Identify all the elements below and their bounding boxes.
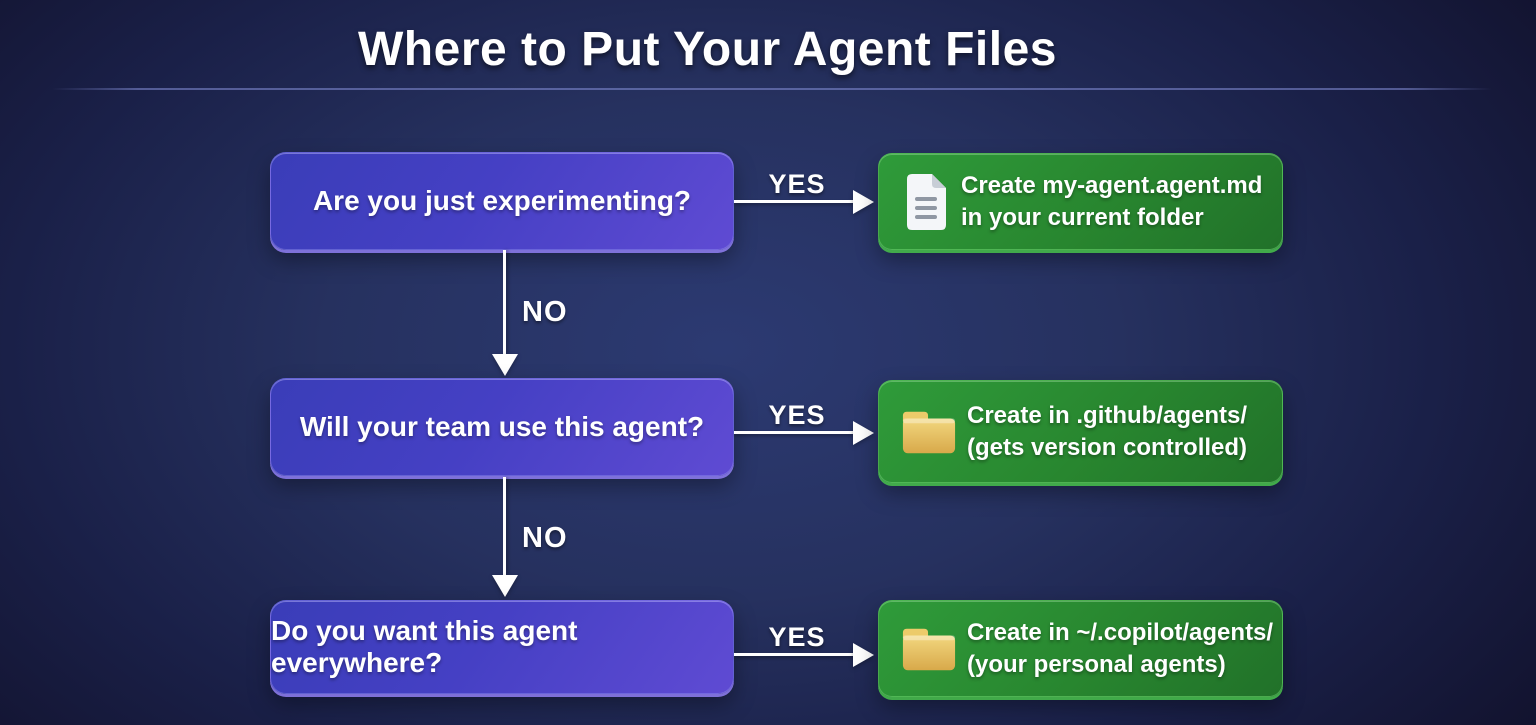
no-arrow	[492, 250, 518, 376]
no-label: NO	[522, 522, 568, 554]
question-text: Will your team use this agent?	[299, 411, 705, 442]
answer-line: Create in .github/agents/	[967, 401, 1248, 429]
question-box-team-use: Will your team use this agent?	[270, 378, 734, 476]
arrow-head-icon	[492, 575, 518, 597]
question-box-experimenting: Are you just experimenting?	[270, 152, 734, 250]
answer-text: Create in .github/agents/ (gets version …	[967, 400, 1247, 464]
yes-label: YES	[768, 400, 826, 430]
answer-line: Create in ~/.copilot/agents/	[967, 618, 1274, 646]
answer-line: (your personal agents)	[967, 650, 1226, 678]
answer-text: Create in ~/.copilot/agents/ (your perso…	[967, 617, 1273, 681]
page-title: Where to Put Your Agent Files	[358, 23, 1057, 76]
question-box-agent-everywhere: Do you want this agent everywhere?	[270, 600, 734, 694]
answer-line: in your current folder	[961, 203, 1204, 231]
title-divider	[52, 88, 1492, 90]
yes-label: YES	[768, 169, 826, 199]
answer-box-current-folder: Create my-agent.agent.md in your current…	[878, 153, 1283, 250]
answer-text: Create my-agent.agent.md in your current…	[961, 170, 1262, 234]
arrow-head-icon	[853, 421, 874, 445]
document-icon	[907, 173, 946, 230]
answer-box-github-agents: Create in .github/agents/ (gets version …	[878, 380, 1283, 483]
folder-icon	[902, 628, 956, 670]
question-text: Are you just experimenting?	[312, 185, 692, 216]
yes-arrow	[734, 643, 874, 667]
no-arrow	[492, 477, 518, 597]
yes-arrow	[734, 190, 874, 214]
yes-arrow	[734, 421, 874, 445]
answer-line: Create my-agent.agent.md	[961, 171, 1263, 199]
arrow-head-icon	[492, 354, 518, 376]
arrow-head-icon	[853, 643, 874, 667]
yes-label: YES	[768, 622, 826, 652]
answer-line: (gets version controlled)	[967, 433, 1248, 461]
question-text: Do you want this agent everywhere?	[271, 615, 578, 678]
no-label: NO	[522, 296, 568, 328]
answer-box-copilot-agents: Create in ~/.copilot/agents/ (your perso…	[878, 600, 1283, 697]
arrow-head-icon	[853, 190, 874, 214]
folder-icon	[902, 411, 956, 453]
